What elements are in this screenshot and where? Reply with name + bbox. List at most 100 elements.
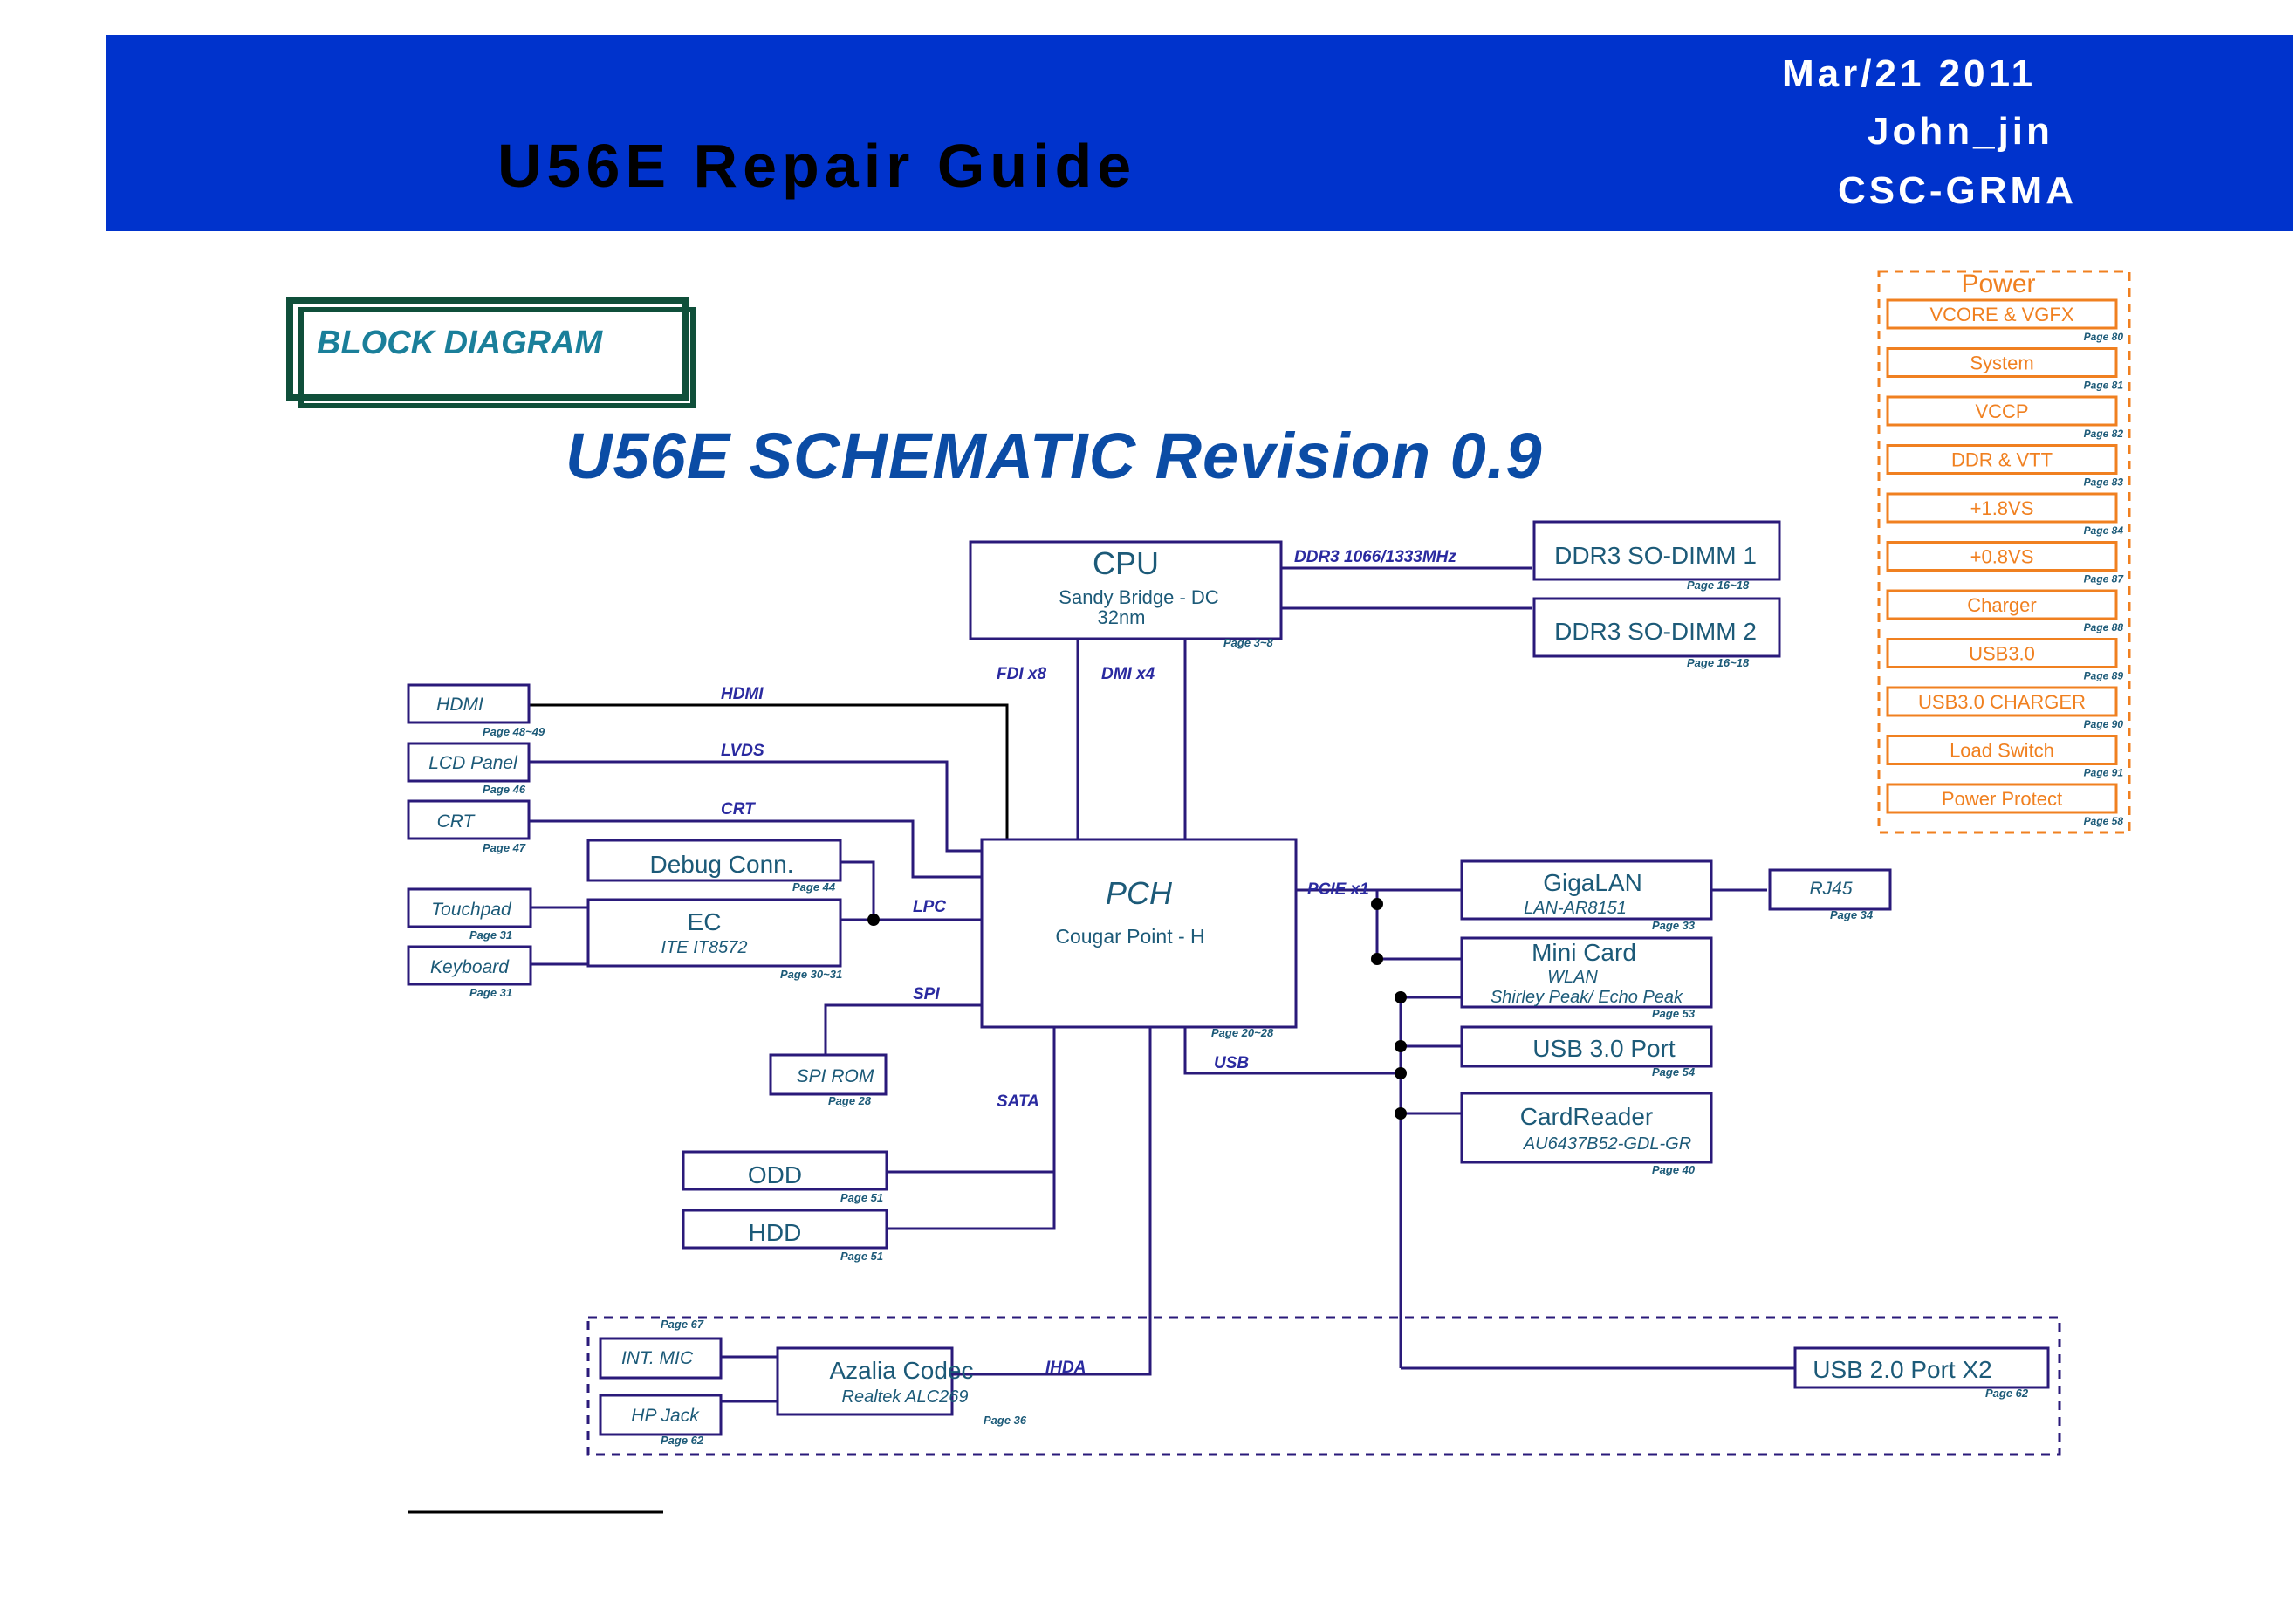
power-item-label: Power Protect xyxy=(1942,788,2062,810)
odd-title: ODD xyxy=(748,1161,802,1188)
pch-page: Page 20~28 xyxy=(1211,1026,1274,1039)
power-item-label: +0.8VS xyxy=(1970,546,2034,568)
crt-page: Page 47 xyxy=(483,841,526,854)
power-item-box xyxy=(1886,298,2118,330)
block-diagram-frame-inner xyxy=(298,307,696,408)
power-item-box xyxy=(1886,783,2118,814)
spirom-title: SPI ROM xyxy=(797,1066,874,1086)
crt-title: CRT xyxy=(437,812,476,832)
usb-junction-3 xyxy=(1395,1067,1407,1079)
power-item-box xyxy=(1886,686,2118,717)
bus-ddr3-label: DDR3 1066/1333MHz xyxy=(1294,548,1456,566)
bus-lpc-label: LPC xyxy=(913,898,946,916)
usb20-block xyxy=(1793,1346,2050,1389)
header-bar xyxy=(106,35,2293,231)
hdd-page: Page 51 xyxy=(840,1250,883,1263)
power-item-label: System xyxy=(1970,353,2033,374)
pch-sub1: Cougar Point - H xyxy=(1055,925,1204,948)
bus-hdmi-label: HDMI xyxy=(721,685,764,703)
power-item-box xyxy=(1886,395,2118,427)
hdmi-block xyxy=(407,683,531,724)
lcd-title: LCD Panel xyxy=(428,753,518,773)
pcie-junction-2 xyxy=(1371,953,1383,965)
debug-page: Page 44 xyxy=(792,880,836,894)
power-item-page: Page 81 xyxy=(2084,380,2124,392)
gigalan-block xyxy=(1460,859,1713,921)
sata-line xyxy=(887,1027,1056,1230)
gigalan-sub1: LAN-AR8151 xyxy=(1524,899,1627,918)
minicard-sub2: Shirley Peak/ Echo Peak xyxy=(1491,988,1683,1007)
intmic-title: INT. MIC xyxy=(621,1348,694,1368)
power-item-page: Page 82 xyxy=(2084,428,2124,440)
odd-page: Page 51 xyxy=(840,1191,883,1204)
lvds-line xyxy=(528,760,981,853)
header-org: CSC-GRMA xyxy=(1838,169,2077,212)
crt-line xyxy=(528,819,981,879)
dimm2-block xyxy=(1532,597,1781,658)
gigalan-page: Page 33 xyxy=(1652,919,1696,932)
bus-fdi-label: FDI x8 xyxy=(997,665,1046,683)
usb-junction-1 xyxy=(1395,991,1407,1003)
rj45-page: Page 34 xyxy=(1830,908,1874,921)
header-author: John_jin xyxy=(1868,110,2053,153)
bus-crt-label: CRT xyxy=(721,800,756,818)
power-item-page: Page 90 xyxy=(2084,718,2124,730)
minicard-sub1: WLAN xyxy=(1547,968,1598,987)
azalia-block xyxy=(776,1346,954,1416)
power-item-label: DDR & VTT xyxy=(1951,449,2053,471)
usb30-block xyxy=(1460,1025,1713,1068)
ihda-line xyxy=(951,1027,1152,1376)
usb-line xyxy=(1183,1027,1401,1075)
block-diagram-label: BLOCK DIAGRAM xyxy=(317,325,603,361)
power-item-box xyxy=(1886,735,2118,765)
azalia-title: Azalia Codec xyxy=(830,1357,974,1384)
bus-usb-label: USB xyxy=(1214,1054,1249,1072)
power-item-box xyxy=(1886,492,2118,524)
dimm1-block xyxy=(1532,520,1781,581)
bus-spi-label: SPI xyxy=(913,985,940,1003)
cardreader-sub1: AU6437B52-GDL-GR xyxy=(1523,1134,1691,1154)
power-item-page: Page 80 xyxy=(2084,331,2124,343)
hdd-block xyxy=(682,1209,888,1250)
bus-dmi-label: DMI x4 xyxy=(1101,665,1155,683)
power-item-page: Page 83 xyxy=(2084,476,2124,489)
cpu-sub1: Sandy Bridge - DC xyxy=(1059,586,1219,608)
hdmi-page: Page 48~49 xyxy=(483,725,545,738)
bus-sata-label: SATA xyxy=(997,1092,1039,1111)
ec-title: EC xyxy=(688,908,722,935)
spirom-block xyxy=(769,1053,888,1096)
power-panel xyxy=(1877,270,2131,834)
dimm1-page: Page 16~18 xyxy=(1687,579,1750,592)
power-item-box xyxy=(1886,541,2118,572)
keyboard-title: Keyboard xyxy=(430,957,510,977)
odd-block xyxy=(682,1150,888,1191)
debug-block xyxy=(586,839,842,882)
intmic-block xyxy=(599,1337,723,1380)
power-item-page: Page 84 xyxy=(2084,524,2124,537)
power-title: Power xyxy=(1961,270,2035,298)
bus-lvds-label: LVDS xyxy=(721,742,764,760)
hpjack-title: HP Jack xyxy=(631,1406,700,1426)
rj45-block xyxy=(1768,868,1892,911)
pcie-junction-1 xyxy=(1371,898,1383,910)
crt-block xyxy=(407,799,531,840)
power-item-page: Page 91 xyxy=(2084,767,2124,779)
power-item-page: Page 89 xyxy=(2084,670,2124,682)
cpu-block xyxy=(969,540,1283,640)
pch-block xyxy=(980,838,1298,1029)
cpu-page: Page 3~8 xyxy=(1223,636,1274,649)
minicard-block xyxy=(1460,936,1713,1009)
power-item-page: Page 87 xyxy=(2084,573,2125,586)
azalia-page: Page 36 xyxy=(984,1414,1027,1427)
hdmi-title: HDMI xyxy=(436,695,483,715)
power-item-label: Charger xyxy=(1967,594,2036,616)
cardreader-title: CardReader xyxy=(1520,1103,1654,1130)
spirom-page: Page 28 xyxy=(828,1094,872,1107)
bus-ihda-label: IHDA xyxy=(1045,1359,1086,1377)
usb-junction-4 xyxy=(1395,1107,1407,1120)
cardreader-page: Page 40 xyxy=(1652,1163,1696,1176)
power-item-label: VCCP xyxy=(1975,401,2028,422)
azalia-sub1: Realtek ALC269 xyxy=(842,1387,969,1407)
